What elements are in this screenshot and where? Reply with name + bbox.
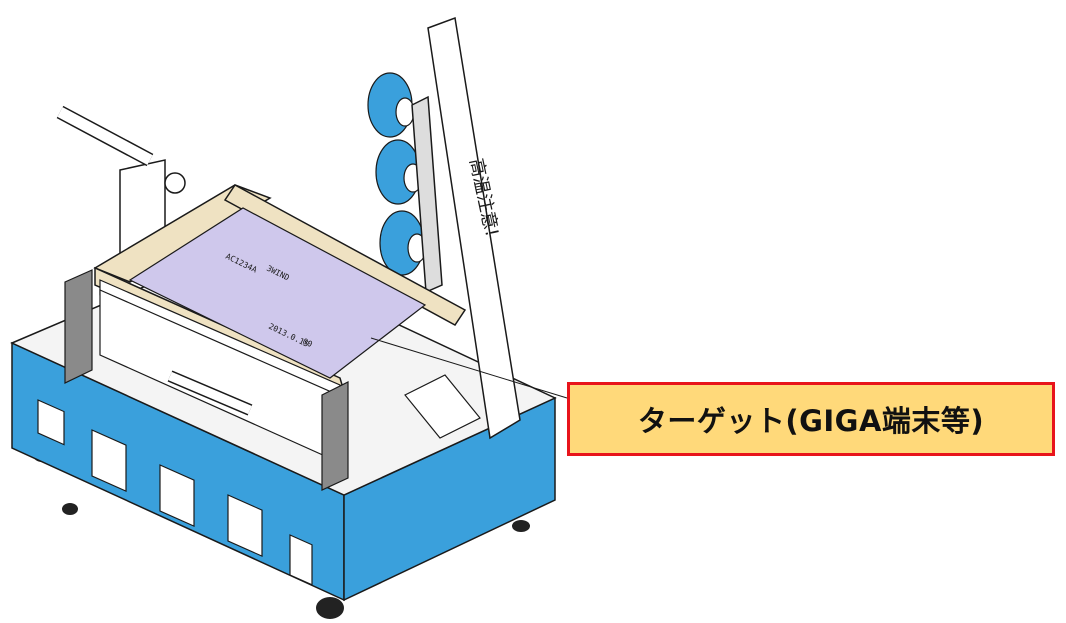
target-board xyxy=(128,207,427,379)
left-post xyxy=(56,105,186,256)
temperature-controllers xyxy=(37,399,313,586)
front-handle xyxy=(167,370,253,416)
rear-bracket xyxy=(404,374,481,439)
leader-line xyxy=(370,337,568,399)
target-label-4: 00 xyxy=(301,337,314,349)
heater-discs xyxy=(367,72,427,276)
target-callout-box: ターゲット(GIGA端末等) xyxy=(567,382,1055,456)
side-plates xyxy=(64,269,349,491)
target-callout-label: ターゲット(GIGA端末等) xyxy=(637,404,985,438)
right-mast xyxy=(411,16,521,440)
